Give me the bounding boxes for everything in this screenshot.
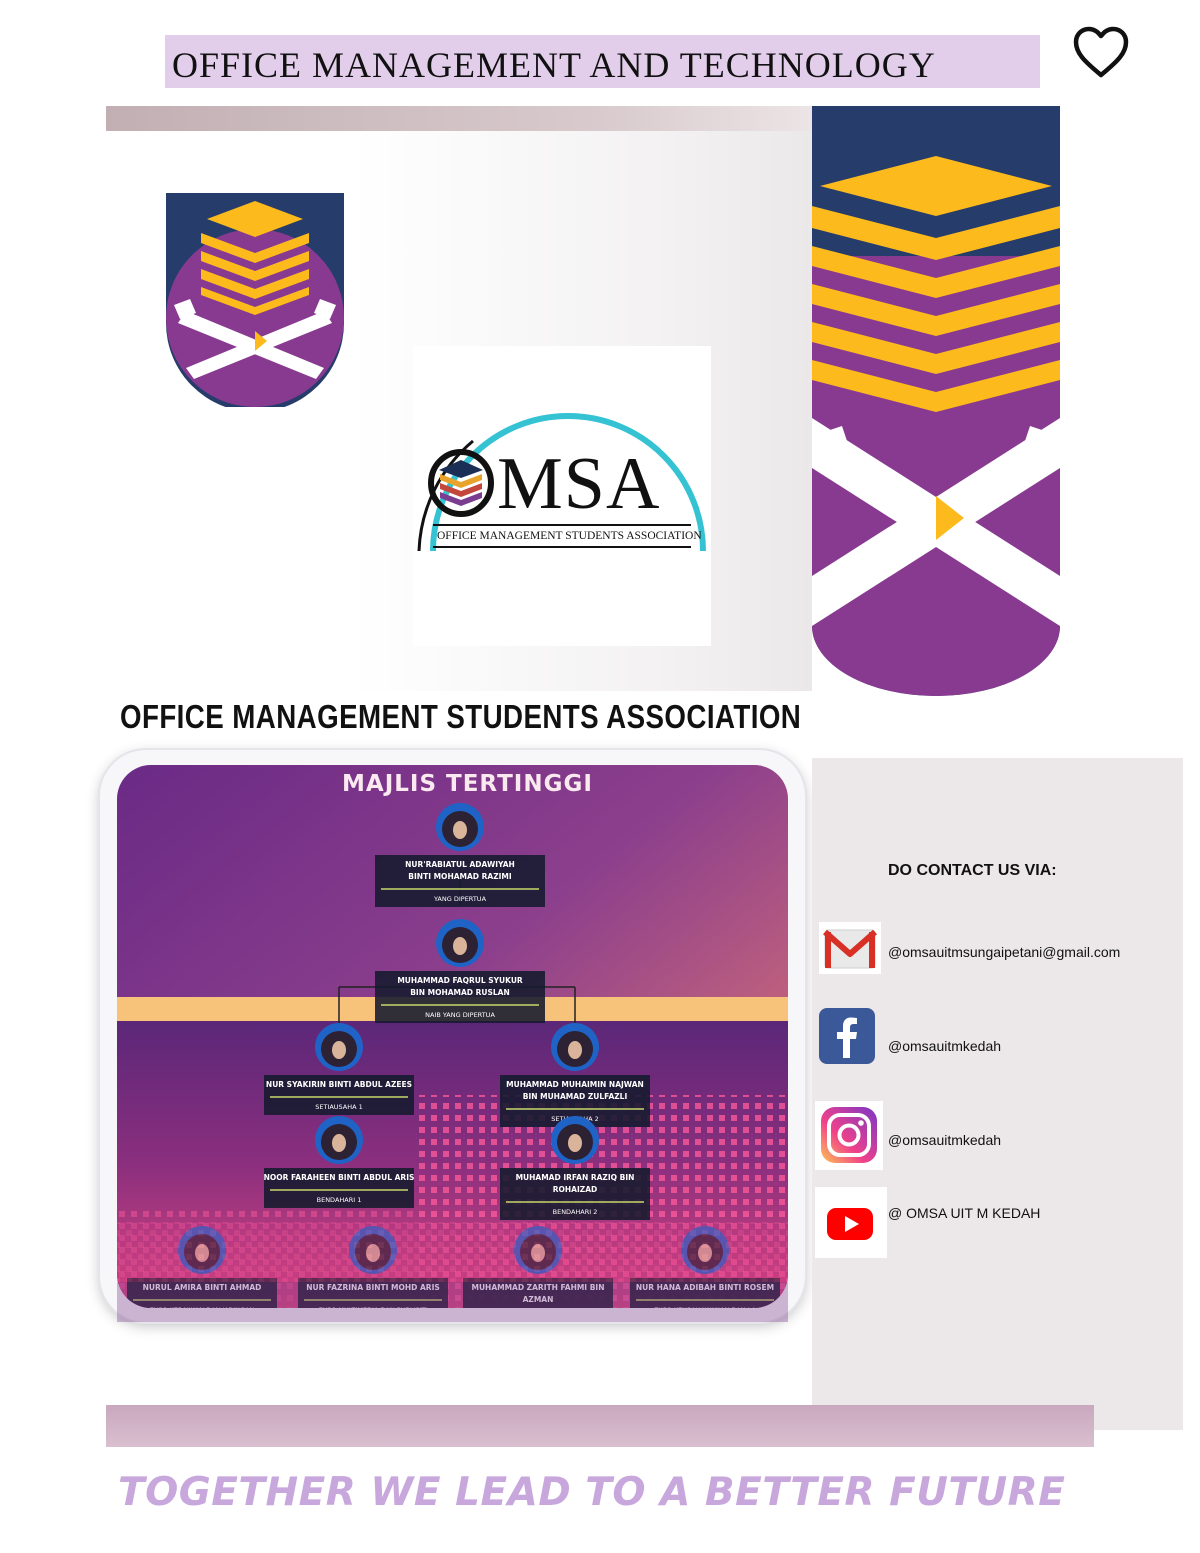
contact-panel: [812, 758, 1183, 1430]
gmail-address[interactable]: @omsauitmsungaipetani@gmail.com: [888, 944, 1121, 960]
omsa-wordmark: MSA: [497, 443, 661, 525]
uitm-banner: [812, 106, 1060, 696]
member-name: MUHAMAD IRFAN RAZIQ BIN: [516, 1173, 635, 1182]
member-name: NUR HANA ADIBAH BINTI ROSEM: [636, 1283, 774, 1292]
member-face: [332, 1041, 346, 1059]
facebook-icon: [819, 1008, 875, 1064]
bottom-divider: [106, 1405, 1094, 1447]
member-role: EXCO KEUSAHAWANAN DAN LA: [654, 1306, 756, 1308]
member-role: BENDAHARI 2: [553, 1208, 598, 1216]
uitm-crest-logo: [166, 193, 344, 407]
member-name: MUHAMMAD MUHAIMIN NAJWAN: [506, 1080, 644, 1089]
heart-icon: [1073, 26, 1129, 78]
member-role: EXCO KEBAJIKAN DAN JARINGAN: [150, 1306, 255, 1308]
member-name: NUR'RABIATUL ADAWIYAH: [405, 860, 515, 869]
member-name: MUHAMMAD FAQRUL SYUKUR: [397, 976, 523, 985]
member-name-box: [264, 1075, 414, 1115]
member-role: EXCO MULTIMEDIA DAN PUBLISITI: [319, 1306, 428, 1308]
member-name: NUR SYAKIRIN BINTI ABDUL AZEES: [266, 1080, 412, 1089]
member-name-box: [264, 1168, 414, 1208]
section-heading: OFFICE MANAGEMENT STUDENTS ASSOCIATION: [120, 698, 802, 735]
omsa-subtitle: OFFICE MANAGEMENT STUDENTS ASSOCIATION: [437, 530, 702, 542]
gmail-icon: [823, 929, 877, 969]
member-name: NUR FAZRINA BINTI MOHD ARIS: [306, 1283, 440, 1292]
youtube-link[interactable]: [815, 1187, 887, 1258]
member-name: NURUL AMIRA BINTI AHMAD: [143, 1283, 262, 1292]
omsa-underline: [433, 524, 691, 526]
member-role: BENDAHARI 1: [317, 1196, 362, 1204]
title-banner: [165, 35, 1040, 88]
youtube-channel[interactable]: @ OMSA UIT M KEDAH: [888, 1205, 1041, 1221]
org-chart-reflection: [100, 1222, 805, 1322]
youtube-icon: [827, 1208, 873, 1240]
member-name-box: [630, 1278, 780, 1308]
instagram-handle[interactable]: @omsauitmkedah: [888, 1132, 1002, 1148]
member-face: [453, 821, 467, 839]
member-name: BINTI MOHAMAD RAZIMI: [408, 872, 512, 881]
facebook-link[interactable]: [819, 1008, 875, 1064]
member-name: AZMAN: [523, 1295, 554, 1304]
member-face: [568, 1134, 582, 1152]
tagline: TOGETHER WE LEAD TO A BETTER FUTURE: [118, 1470, 1066, 1515]
contact-heading: DO CONTACT US VIA:: [888, 862, 1057, 879]
member-role: SETIAUSAHA 1: [315, 1103, 363, 1111]
gmail-link[interactable]: [819, 922, 881, 974]
top-divider: [106, 106, 812, 131]
member-face: [332, 1134, 346, 1152]
member-role: NAIB YANG DIPERTUA: [425, 1011, 495, 1019]
member-face: [453, 937, 467, 955]
page-title: OFFICE MANAGEMENT AND TECHNOLOGY: [172, 45, 936, 85]
omsa-arc: [417, 413, 706, 552]
member-name-box: [298, 1278, 448, 1308]
member-name-box: [375, 971, 545, 1023]
member-face: [568, 1041, 582, 1059]
member-name-box: [375, 855, 545, 907]
member-name-box: [500, 1168, 650, 1220]
member-name-box: [127, 1278, 277, 1308]
member-name: BIN MUHAMAD ZULFAZLI: [523, 1092, 628, 1101]
member-name: MUHAMMAD ZARITH FAHMI BIN: [471, 1283, 604, 1292]
member-name: NOOR FARAHEEN BINTI ABDUL ARIS: [264, 1173, 415, 1182]
facebook-handle[interactable]: @omsauitmkedah: [888, 1038, 1002, 1054]
member-name: BIN MOHAMAD RUSLAN: [410, 988, 510, 997]
omsa-o-emblem: [428, 449, 494, 517]
omsa-logo: MSA OFFICE MANAGEMENT STUDENTS ASSOCIATI…: [413, 346, 711, 646]
member-role: YANG DIPERTUA: [433, 895, 487, 903]
omsa-underline-bottom: [433, 546, 691, 548]
reflection-canvas: [117, 1222, 788, 1322]
org-chart-title: MAJLIS TERTINGGI: [342, 771, 593, 797]
member-name: ROHAIZAD: [553, 1185, 598, 1194]
instagram-link[interactable]: [815, 1101, 883, 1170]
instagram-icon: [821, 1107, 877, 1163]
member-name-box: [463, 1278, 613, 1308]
